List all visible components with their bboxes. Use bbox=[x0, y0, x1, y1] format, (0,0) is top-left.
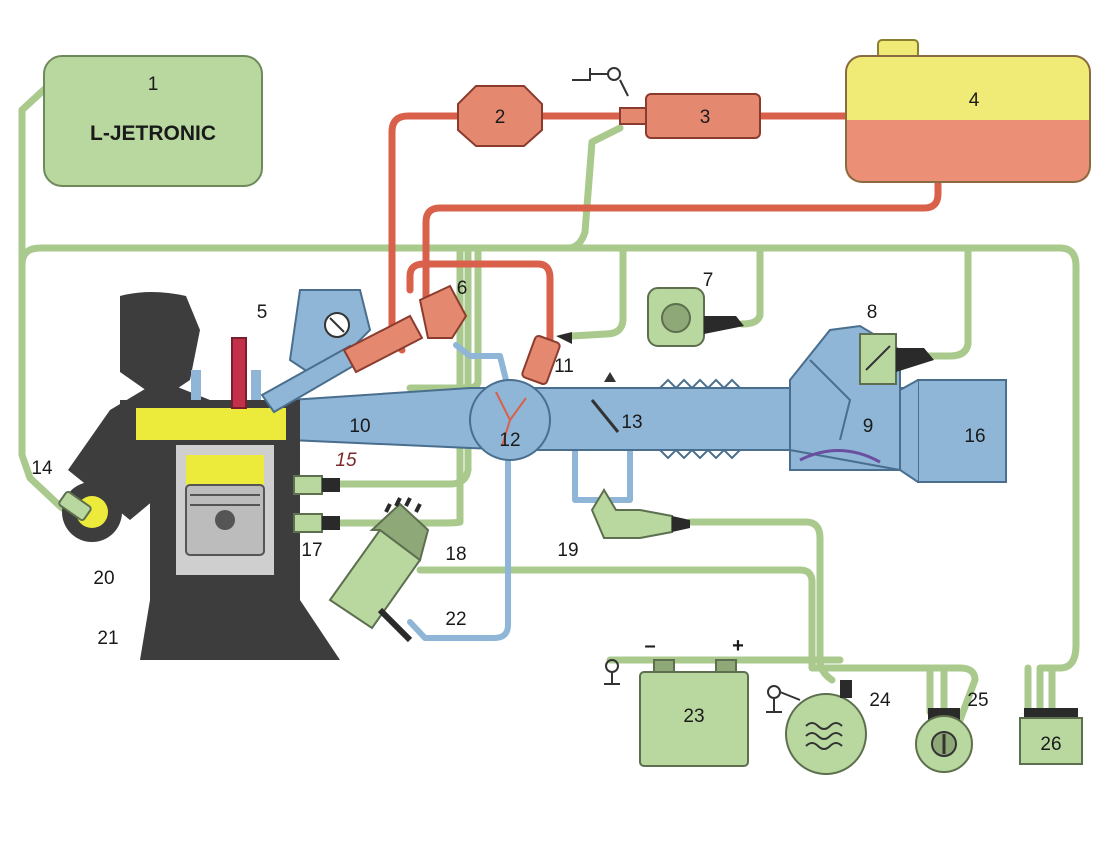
label-5: 5 bbox=[257, 302, 268, 323]
label-15: 15 bbox=[335, 450, 357, 471]
label-25: 25 bbox=[967, 690, 988, 711]
label-17: 17 bbox=[301, 540, 322, 561]
label-11: 11 bbox=[554, 356, 574, 377]
battery-minus: – bbox=[644, 635, 655, 657]
fuel-pump: 3 bbox=[572, 67, 761, 139]
label-10: 10 bbox=[349, 416, 370, 437]
engine-block: 5 15 17 14 20 21 bbox=[31, 289, 424, 660]
label-24: 24 bbox=[869, 690, 891, 711]
label-21: 21 bbox=[97, 628, 118, 649]
battery-plus: + bbox=[732, 635, 744, 657]
label-23: 23 bbox=[683, 706, 704, 727]
ground-icon bbox=[572, 67, 629, 97]
fuel-filter: 2 bbox=[457, 85, 543, 147]
label-19: 19 bbox=[557, 540, 578, 561]
ignition-switch: 25 bbox=[915, 690, 989, 773]
vacuum-lines bbox=[407, 342, 633, 641]
battery: – + 23 bbox=[604, 635, 749, 767]
label-6: 6 bbox=[457, 278, 468, 299]
label-8: 8 bbox=[867, 302, 878, 323]
label-18: 18 bbox=[445, 544, 466, 565]
label-16: 16 bbox=[964, 426, 985, 447]
label-13: 13 bbox=[621, 412, 642, 433]
ecu-number: 1 bbox=[148, 74, 159, 95]
connector-block: 26 bbox=[1019, 708, 1083, 765]
label-14: 14 bbox=[31, 458, 53, 479]
fuel-pressure-regulator: 6 bbox=[418, 278, 468, 339]
label-26: 26 bbox=[1040, 734, 1061, 755]
ecu-name: L-JETRONIC bbox=[90, 122, 216, 145]
relay: 24 bbox=[766, 680, 891, 775]
label-9: 9 bbox=[863, 416, 874, 437]
cold-start-valve: 11 bbox=[521, 332, 574, 385]
label-2: 2 bbox=[495, 107, 506, 128]
label-4: 4 bbox=[969, 90, 980, 111]
ecu-l-jetronic: 1 L-JETRONIC bbox=[43, 55, 263, 187]
lambda-sensor bbox=[58, 491, 92, 521]
ignition-distributor: 18 22 bbox=[328, 497, 467, 643]
label-7: 7 bbox=[703, 270, 714, 291]
label-12: 12 bbox=[499, 430, 520, 451]
label-3: 3 bbox=[700, 107, 711, 128]
label-20: 20 bbox=[93, 568, 114, 589]
ground-icon bbox=[766, 685, 801, 713]
throttle-position-switch: 7 bbox=[647, 270, 744, 347]
ground-icon bbox=[604, 659, 620, 685]
air-flow-potentiometer: 8 bbox=[859, 302, 934, 385]
intake-manifold: 10 12 13 9 16 bbox=[289, 324, 1007, 483]
label-22: 22 bbox=[445, 609, 466, 630]
auxiliary-air-valve: 19 bbox=[557, 488, 690, 561]
electrical-wiring bbox=[18, 82, 1080, 724]
fuel-tank: 4 bbox=[845, 39, 1091, 183]
